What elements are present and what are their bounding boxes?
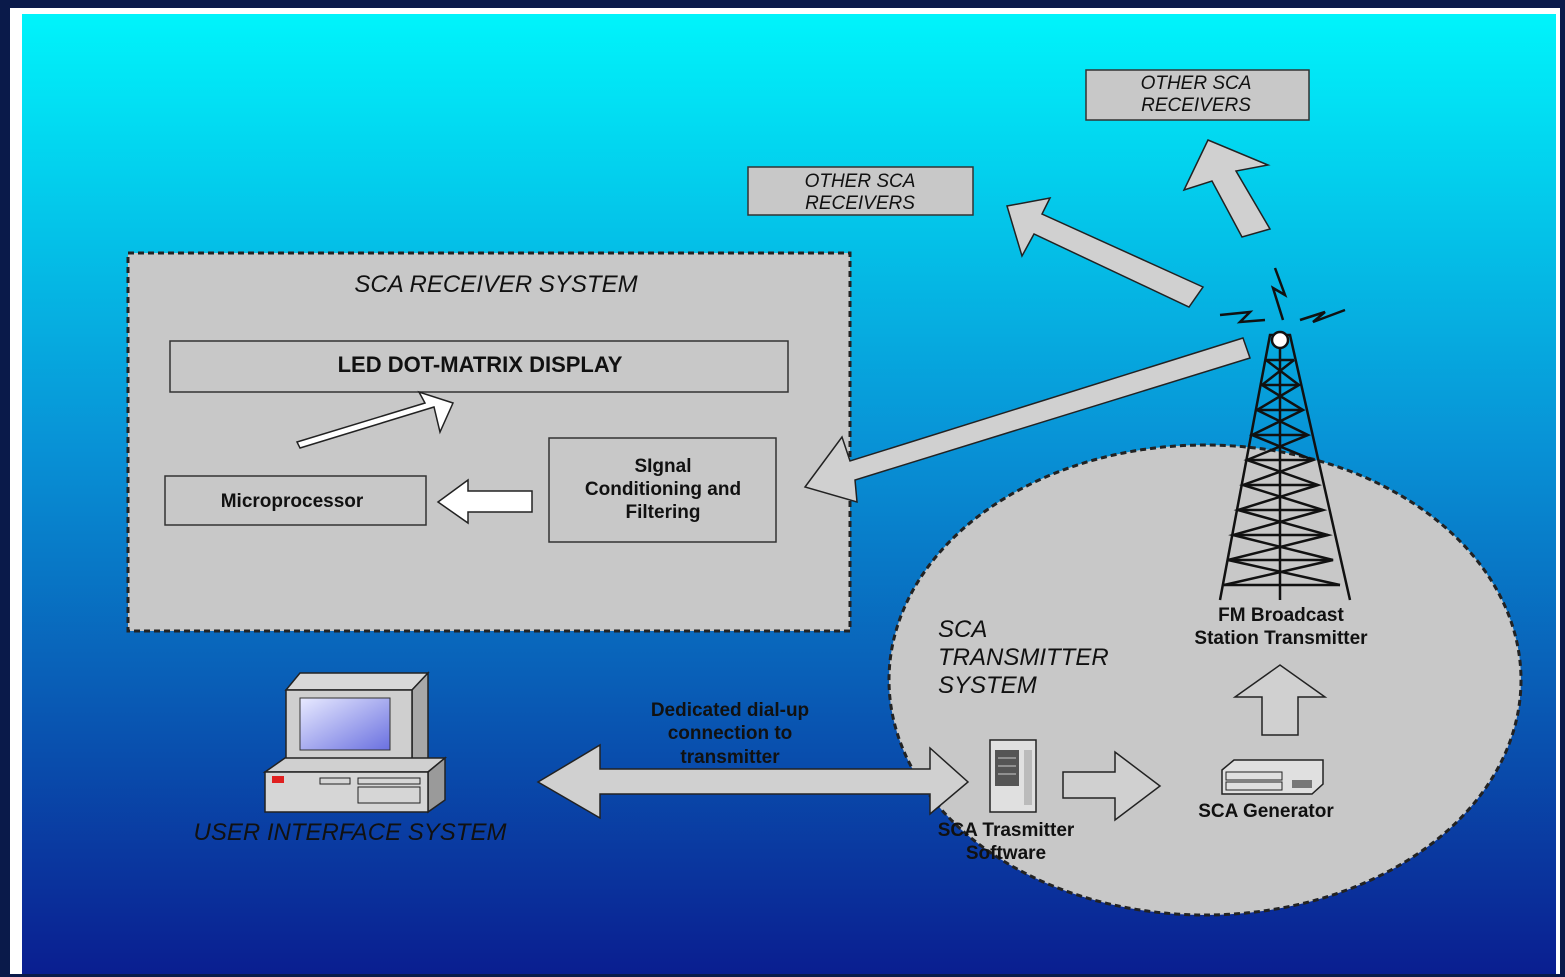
other-receivers-box-2 <box>1085 69 1310 121</box>
fm-broadcast-line1: FM Broadcast <box>1218 605 1344 626</box>
signal-label-line3: Filtering <box>626 502 701 523</box>
signal-label-line2: Conditioning and <box>585 479 741 500</box>
receiver-system: SCA RECEIVER SYSTEM LED DOT-MATRIX DISPL… <box>126 251 852 633</box>
microprocessor-box <box>164 475 427 526</box>
transmitter-title-line2: TRANSMITTER <box>938 644 1109 671</box>
signal-conditioning-box <box>548 437 777 543</box>
arrow-tower-to-other-receivers-2 <box>1182 139 1272 238</box>
led-display-box <box>169 340 789 393</box>
arrow-software-to-generator <box>1062 750 1162 822</box>
sca-generator-icon <box>1221 759 1324 795</box>
other-receivers-1-line1: OTHER SCA <box>805 171 916 192</box>
computer-icon <box>262 671 448 814</box>
other-receivers-1: OTHER SCA RECEIVERS <box>747 166 974 216</box>
arrow-dialup-connection <box>536 743 970 820</box>
connection-label-line1: Dedicated dial-up <box>651 700 809 721</box>
led-display-label: LED DOT-MATRIX DISPLAY <box>338 352 623 377</box>
arrow-generator-to-tower <box>1232 664 1328 736</box>
other-receivers-2: OTHER SCA RECEIVERS <box>1085 69 1310 121</box>
arrow-signal-to-micro <box>436 478 533 525</box>
transmitter-title-line1: SCA <box>938 616 987 643</box>
user-interface-label: USER INTERFACE SYSTEM <box>194 819 507 846</box>
software-label-line1: SCA Trasmitter <box>938 820 1075 841</box>
other-receivers-2-line2: RECEIVERS <box>1141 95 1251 116</box>
fm-broadcast-line2: Station Transmitter <box>1194 628 1368 649</box>
arrow-tower-to-other-receivers-1 <box>1006 196 1205 308</box>
software-label-line2: Software <box>966 843 1046 864</box>
sca-generator-label: SCA Generator <box>1198 801 1334 822</box>
connection-label-line2: connection to <box>668 723 793 744</box>
server-icon <box>989 739 1037 813</box>
receiver-system-title: SCA RECEIVER SYSTEM <box>354 271 637 298</box>
connection-label-line3: transmitter <box>680 747 780 768</box>
other-receivers-1-line2: RECEIVERS <box>805 193 915 214</box>
fm-tower-icon <box>1218 267 1352 601</box>
arrow-micro-to-display <box>295 390 455 449</box>
other-receivers-2-line1: OTHER SCA <box>1141 73 1252 94</box>
other-receivers-box-1 <box>747 166 974 216</box>
microprocessor-label: Microprocessor <box>221 491 364 512</box>
arrow-tower-to-receiver <box>803 337 1251 504</box>
transmitter-system-area <box>887 443 1523 917</box>
signal-label-line1: SIgnal <box>634 456 691 477</box>
transmitter-title-line3: SYSTEM <box>938 672 1037 699</box>
